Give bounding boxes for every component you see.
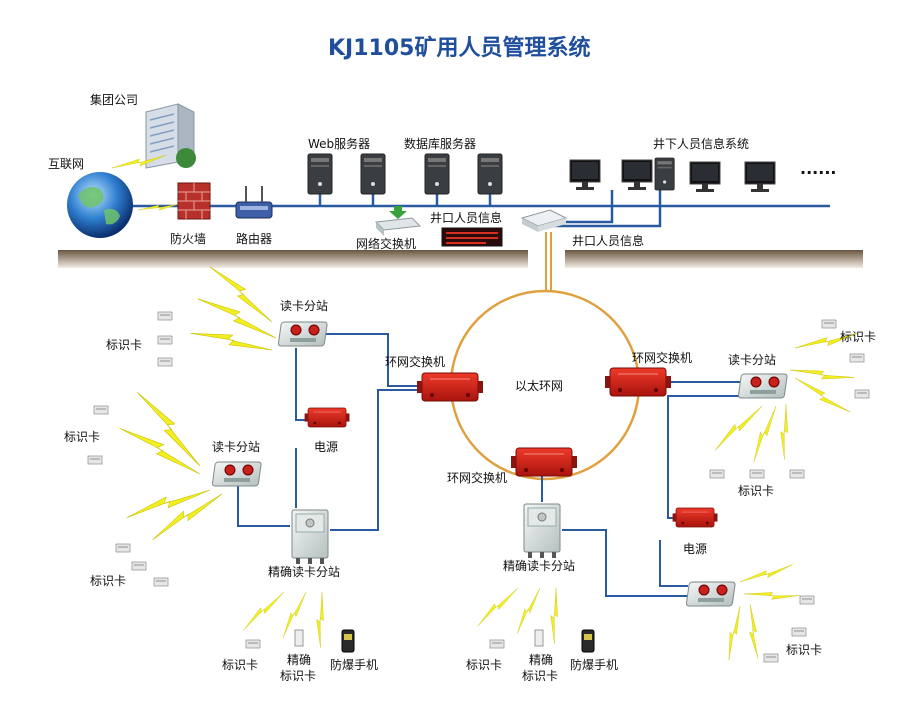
tag-label-8: 标识卡 bbox=[466, 658, 502, 672]
monitor-icon bbox=[569, 159, 601, 191]
precise-reader-icon bbox=[523, 503, 561, 559]
db-server-label: 数据库服务器 bbox=[404, 136, 476, 151]
ring-switch-label-2: 环网交换机 bbox=[632, 350, 692, 365]
tag-label-7: 标识卡 bbox=[222, 658, 258, 672]
precise-tag-icon bbox=[294, 629, 544, 647]
ring-switch-icon bbox=[416, 372, 484, 402]
card-reader-label-2: 读卡分站 bbox=[212, 440, 260, 454]
power-supply-icon bbox=[304, 407, 350, 428]
firewall-label: 防火墙 bbox=[170, 231, 206, 246]
ellipsis-text: ······ bbox=[800, 163, 836, 182]
power-label-1: 电源 bbox=[314, 440, 338, 454]
precise-tag-label-2a: 精确 bbox=[529, 653, 553, 667]
card-reader-icon bbox=[685, 581, 736, 607]
led-display-icon bbox=[441, 227, 503, 247]
router-icon bbox=[235, 186, 273, 219]
phone-label-1: 防爆手机 bbox=[330, 657, 378, 672]
network-switch-icon bbox=[374, 206, 422, 236]
precise-tag-label-1b: 标识卡 bbox=[280, 669, 316, 683]
router-label: 路由器 bbox=[236, 231, 272, 246]
network-switch-label: 网络交换机 bbox=[356, 236, 416, 251]
precise-reader-label-1: 精确读卡分站 bbox=[268, 565, 340, 579]
fiber-drop-line bbox=[545, 232, 552, 290]
tag-label-6: 标识卡 bbox=[786, 643, 822, 657]
underground-lines bbox=[237, 333, 744, 597]
tag-label-1: 标识卡 bbox=[106, 338, 142, 352]
web-server-label: Web服务器 bbox=[308, 136, 370, 151]
tag-label-2: 标识卡 bbox=[64, 430, 100, 444]
ring-switch-icon bbox=[510, 447, 578, 477]
tag-label-3: 标识卡 bbox=[90, 574, 126, 588]
tag-label-5: 标识卡 bbox=[738, 484, 774, 498]
db-server-icon bbox=[424, 153, 450, 195]
internet-label: 互联网 bbox=[48, 157, 84, 171]
internet-globe-icon bbox=[67, 172, 133, 238]
wellhead-info-label-2: 井口人员信息 bbox=[572, 233, 644, 248]
card-reader-label-3: 读卡分站 bbox=[728, 353, 776, 367]
ring-switch-label-3: 环网交换机 bbox=[447, 470, 507, 485]
precise-tag-label-2b: 标识卡 bbox=[522, 669, 558, 683]
underground-system-label: 井下人员信息系统 bbox=[653, 136, 749, 151]
precise-reader-label-2: 精确读卡分站 bbox=[503, 559, 575, 573]
web-server-icon bbox=[307, 153, 333, 195]
power-label-2: 电源 bbox=[683, 542, 707, 556]
page-title: KJ1105矿用人员管理系统 bbox=[328, 35, 590, 61]
card-reader-icon bbox=[277, 321, 328, 347]
firewall-icon bbox=[177, 182, 211, 220]
pc-tower-icon bbox=[654, 157, 675, 191]
monitor-icon bbox=[744, 161, 776, 193]
precise-reader-icon bbox=[291, 509, 329, 565]
ring-switch-label-1: 环网交换机 bbox=[385, 354, 445, 369]
card-reader-icon bbox=[737, 373, 788, 399]
building-icon bbox=[145, 103, 196, 169]
ground-layer bbox=[58, 250, 863, 268]
phone-icon bbox=[341, 629, 595, 653]
group-company-label: 集团公司 bbox=[90, 92, 138, 107]
web-server-icon bbox=[360, 153, 386, 195]
ethernet-ring-label: 以太环网 bbox=[515, 378, 563, 393]
power-supply-icon bbox=[672, 507, 718, 528]
monitor-icon bbox=[689, 161, 721, 193]
phone-label-2: 防爆手机 bbox=[570, 657, 618, 672]
wellhead-switch-icon bbox=[520, 209, 568, 232]
monitor-icon bbox=[621, 159, 653, 191]
db-server-icon bbox=[477, 153, 503, 195]
ring-switch-icon bbox=[604, 367, 672, 397]
wellhead-info-label-1: 井口人员信息 bbox=[430, 210, 502, 225]
card-reader-icon bbox=[211, 461, 262, 487]
card-reader-label-1: 读卡分站 bbox=[280, 299, 328, 313]
precise-tag-label-1a: 精确 bbox=[287, 653, 311, 667]
tag-label-4: 标识卡 bbox=[840, 330, 876, 344]
